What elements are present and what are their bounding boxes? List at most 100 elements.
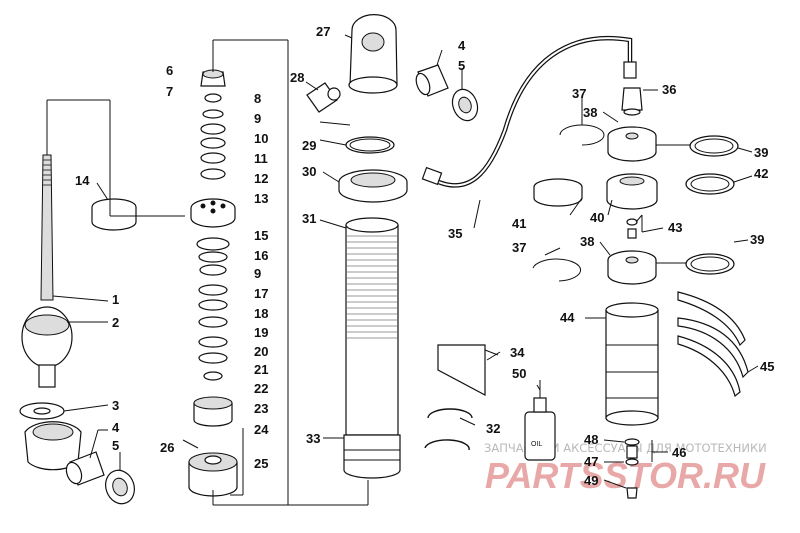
- shaft-rod: [40, 154, 54, 301]
- callout-2: 2: [112, 315, 119, 330]
- reservoir-tube-44: [605, 309, 659, 419]
- callout-34: 34: [510, 345, 525, 360]
- shim-10: [200, 137, 226, 149]
- shim-8: [202, 109, 224, 119]
- callout-48: 48: [584, 432, 598, 447]
- circlip-37-bottom: [532, 258, 582, 282]
- shaft-threads: [43, 159, 51, 186]
- shaft-assembly: [19, 154, 137, 505]
- callout-32: 32: [486, 421, 500, 436]
- callout-35: 35: [448, 226, 462, 241]
- callout-30: 30: [302, 164, 316, 179]
- circlip-37-top: [559, 124, 605, 146]
- spring-bumper-34: [437, 344, 499, 396]
- callout-6: 6: [166, 63, 173, 78]
- callout-16: 16: [254, 248, 268, 263]
- callout-8: 8: [254, 91, 261, 106]
- callout-12: 12: [254, 171, 268, 186]
- fitting-36: [621, 87, 643, 111]
- callout-22: 22: [254, 381, 268, 396]
- shim-16: [198, 251, 228, 263]
- washer-22: [203, 371, 223, 381]
- callout-44: 44: [560, 310, 575, 325]
- body-threads: [347, 235, 397, 339]
- callout-21: 21: [254, 362, 268, 377]
- callout-50: 50: [512, 366, 526, 381]
- shim-12: [200, 168, 226, 180]
- shim-15: [196, 237, 230, 251]
- callout-39a: 39: [754, 145, 768, 160]
- shim-19: [198, 316, 228, 328]
- callout-37a: 37: [572, 86, 586, 101]
- callout-10: 10: [254, 131, 268, 146]
- callout-36: 36: [662, 82, 676, 97]
- valve-46: [626, 445, 638, 459]
- oil-label: OIL: [531, 441, 542, 448]
- callout-28: 28: [290, 70, 304, 85]
- callout-47: 47: [584, 454, 598, 469]
- callout-29: 29: [302, 138, 316, 153]
- callout-46: 46: [672, 445, 686, 460]
- leader-lines-center-left: [182, 39, 369, 506]
- callout-5a: 5: [112, 438, 119, 453]
- callout-41: 41: [512, 216, 526, 231]
- screw-43: [627, 228, 637, 239]
- callout-7: 7: [166, 84, 173, 99]
- screw-49: [626, 487, 638, 499]
- callout-23: 23: [254, 401, 268, 416]
- callout-37b: 37: [512, 240, 526, 255]
- callout-4b: 4: [458, 38, 466, 53]
- bumper-23: [193, 402, 233, 427]
- reservoir-assembly: [532, 87, 749, 499]
- body-tube-31: [345, 224, 399, 436]
- washer-48: [624, 438, 640, 446]
- callout-38a: 38: [583, 105, 597, 120]
- callout-27: 27: [316, 24, 330, 39]
- callout-43: 43: [668, 220, 682, 235]
- callout-45: 45: [760, 359, 774, 374]
- callout-19: 19: [254, 325, 268, 340]
- callout-3: 3: [112, 398, 119, 413]
- shim-18: [198, 299, 228, 311]
- shim-11: [200, 152, 226, 164]
- seal-head-25: [188, 461, 238, 497]
- shim-9b: [199, 264, 227, 276]
- callout-1: 1: [112, 292, 119, 307]
- callout-40: 40: [590, 210, 604, 225]
- callout-31: 31: [302, 211, 316, 226]
- shock-body: [306, 14, 479, 479]
- callout-33: 33: [306, 431, 320, 446]
- leader-lines-left: [46, 99, 185, 470]
- callout-labels: 1 2 3 4 5 4 5 6 7 8 9 10 11 12 13 14 15 …: [75, 24, 774, 488]
- shim-17: [198, 284, 228, 296]
- callout-25: 25: [254, 456, 268, 471]
- washer-7: [204, 93, 222, 103]
- callout-26: 26: [160, 440, 174, 455]
- circlips-32: [424, 408, 473, 451]
- callout-9a: 9: [254, 111, 261, 126]
- callout-5b: 5: [458, 58, 465, 73]
- callout-38b: 38: [580, 234, 594, 249]
- callout-9b: 9: [254, 266, 261, 281]
- shim-20: [198, 336, 228, 348]
- callout-49: 49: [584, 473, 598, 488]
- callout-39b: 39: [750, 232, 764, 247]
- callout-17: 17: [254, 286, 268, 301]
- body-bottom-33: [343, 434, 401, 479]
- callout-24: 24: [254, 422, 269, 437]
- washer-43: [626, 218, 638, 226]
- shim-9: [200, 123, 226, 135]
- callout-14: 14: [75, 173, 90, 188]
- callout-15: 15: [254, 228, 268, 243]
- callout-13: 13: [254, 191, 268, 206]
- shim-21: [198, 352, 228, 364]
- leader-lines-center: [305, 34, 541, 439]
- oil-bottle-50: OIL: [524, 380, 556, 461]
- reservoir-sleeves-45: [677, 291, 749, 398]
- callout-4a: 4: [112, 420, 120, 435]
- callout-20: 20: [254, 344, 268, 359]
- watermark-brand: PARTSSTOR.RU: [485, 455, 766, 496]
- callout-18: 18: [254, 306, 268, 321]
- washer-47: [625, 458, 639, 466]
